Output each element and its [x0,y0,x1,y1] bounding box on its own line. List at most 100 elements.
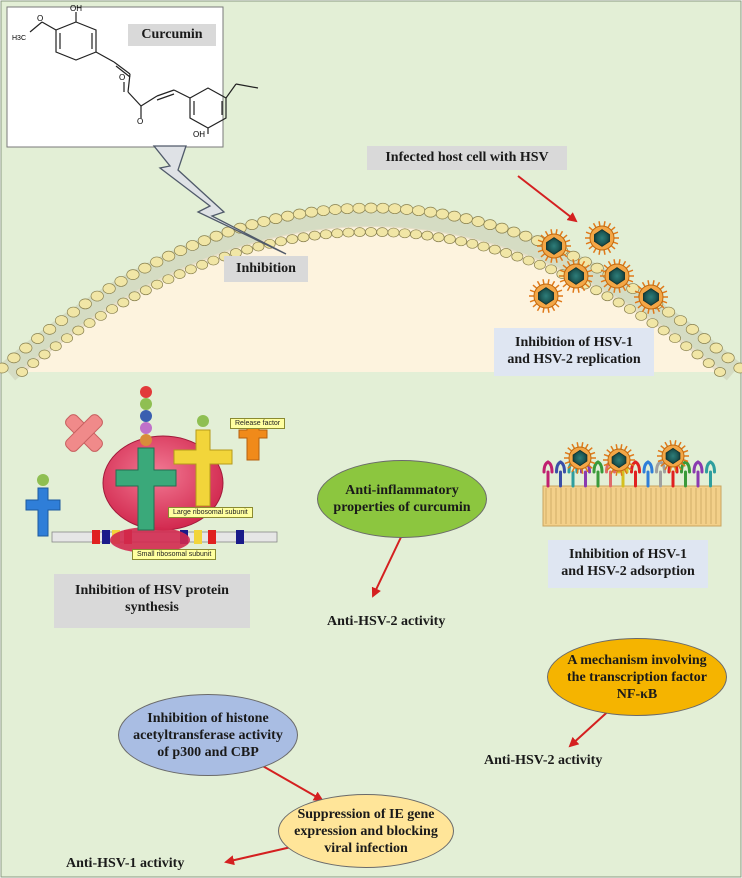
pink-x-icon [65,414,103,452]
hsv-virion [585,221,619,255]
lipid-head [316,205,330,217]
atom-o: O [137,117,144,126]
lipid-head [281,210,295,222]
lipid-head [328,204,342,215]
lipid-head [162,274,175,285]
lipid-head [83,318,96,328]
lipid-head [590,285,603,296]
atom-ch3: H3C [12,35,27,42]
hsv-virion [603,444,635,476]
lipid-head [94,311,107,321]
lipid-head [184,264,197,275]
lipid-head [286,234,299,244]
lipid-head [342,227,355,238]
anti-hsv2-activity-2: Anti-HSV-2 activity [484,753,603,768]
lipid-head [533,259,546,270]
hsv-virions [529,221,668,314]
lipid-head [612,297,625,308]
lipid-head [331,228,344,239]
arrow-histone [253,760,324,801]
suppression-line-2: expression and blocking [294,823,438,839]
lipid-head [495,222,509,234]
lipid-head [471,216,485,227]
hsv-virion [529,279,563,313]
suppression-line-1: Suppression of IE gene [297,806,435,822]
lipid-head [421,230,434,241]
lipid-head [320,229,332,240]
lipid-head [662,306,676,318]
lipid-head [522,255,535,266]
anti-inflammatory-ellipse: Anti-inflammatory properties of curcumin [317,460,487,538]
lipid-head [702,358,715,368]
lipid-head [443,234,456,244]
lipid-head [126,269,140,280]
lipid-head [412,205,426,217]
lipid-head [78,298,92,310]
lipid-head [447,210,461,222]
lipid-head [308,230,321,241]
lipid-head [400,204,414,215]
anti-hsv1-activity: Anti-HSV-1 activity [66,856,185,871]
lipid-head [274,236,287,247]
amino-acid [140,422,152,434]
lipid-head [601,291,614,302]
receptor [542,460,554,488]
receptor [655,460,666,488]
lipid-head [387,227,400,238]
replication-line-2: and HSV-2 replication [507,352,641,367]
small-subunit-label: Small ribosomal subunit [132,549,217,560]
protein-synthesis-label: Inhibition of HSV protein synthesis [54,574,250,628]
receptor [642,460,654,488]
lipid-head [245,219,259,230]
lipid-head [714,367,726,377]
small-ribosomal-subunit [110,527,190,553]
lipid-head [697,333,711,344]
adsorption-line-1: Inhibition of HSV-1 [569,547,687,562]
lipid-head [388,203,402,215]
nfkb-ellipse: A mechanism involving the transcription … [547,638,727,716]
lipid-head [16,367,28,377]
histone-line-1: Inhibition of histone [147,710,269,726]
lipid-head [398,228,411,239]
lipid-head [138,262,152,274]
lipid-head [43,324,57,335]
arrow-anti-inflammatory [371,534,403,598]
lipid-head [477,241,490,252]
hsv-virion [559,259,593,293]
lipid-head [673,315,688,326]
trna-blue [25,474,61,537]
lipid-head [151,279,164,290]
lipid-head [209,230,223,242]
lipid-head [733,362,742,374]
adsorption-illustration [542,440,722,527]
protein-synthesis-line-2: synthesis [125,600,179,615]
adsorption-label: Inhibition of HSV-1 and HSV-2 adsorption [548,540,708,588]
lipid-head [488,244,501,255]
atom-o: O [119,73,126,82]
lipid-head [128,291,141,302]
lipid-head [364,202,378,214]
lipid-head [511,251,524,262]
amino-acid [140,434,152,446]
lipid-head [297,232,310,243]
lipid-head [173,245,188,256]
lipid-head [519,230,533,242]
lipid-head [90,290,104,302]
hsv-virion [564,442,596,474]
lipid-head [709,342,723,354]
lipid-head [500,248,513,258]
lipid-head [196,259,209,270]
lipid-head [352,202,366,214]
lipid-head [293,208,307,220]
lipid-head [257,216,271,227]
replication-line-1: Inhibition of HSV-1 [515,335,633,350]
nfkb-line-1: A mechanism involving [567,652,707,668]
receptor [592,460,604,488]
lipid-head [102,283,116,294]
lipid-head [241,244,254,255]
codon [194,530,202,544]
curcumin-structure [29,12,259,134]
lipid-head [365,227,377,237]
histone-ellipse: Inhibition of histone acetyltransferase … [118,694,298,776]
